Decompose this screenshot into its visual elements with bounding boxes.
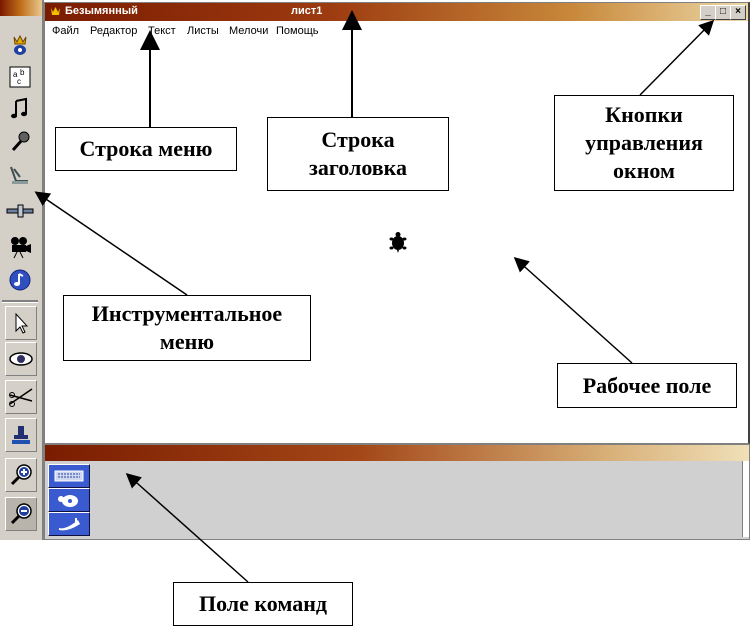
arrow-command-field (125, 473, 249, 583)
callout-window-buttons: Кнопки управления окном (554, 95, 734, 191)
svg-text:b: b (20, 68, 25, 77)
callout-toolbar: Инструментальное меню (63, 295, 311, 361)
command-panel (44, 444, 750, 540)
film-camera-icon[interactable] (5, 232, 35, 262)
close-button[interactable]: × (730, 5, 746, 20)
command-scrollbar[interactable] (742, 461, 749, 537)
main-window: Безымянный лист1 _ □ × Файл Редактор Тек… (44, 2, 750, 444)
doc-title: лист1 (291, 5, 323, 17)
menu-item-sheets[interactable]: Листы (187, 25, 219, 37)
arrow-window-buttons (639, 19, 715, 96)
scissors-icon[interactable] (5, 380, 37, 414)
melody-icon[interactable] (5, 265, 35, 295)
menu-item-editor[interactable]: Редактор (90, 25, 138, 37)
slider-icon[interactable] (5, 196, 35, 226)
zoom-out-icon[interactable] (5, 497, 37, 531)
title-bar: Безымянный лист1 _ □ × (45, 3, 748, 21)
crown-icon (50, 6, 61, 20)
callout-work-area: Рабочее поле (557, 363, 737, 408)
eye-icon[interactable] (5, 342, 37, 376)
turtle-shape-icon[interactable] (48, 488, 90, 512)
callout-title-bar: Строка заголовка (267, 117, 449, 191)
slingshot-icon[interactable] (5, 160, 35, 190)
turtle-crown-icon[interactable] (5, 30, 35, 60)
toolbar-separator (2, 300, 38, 303)
microphone-icon[interactable] (5, 127, 35, 157)
stamp-icon[interactable] (5, 418, 37, 452)
keyboard-icon[interactable] (48, 464, 90, 488)
toolbar-title-strip (0, 0, 42, 16)
menu-item-file[interactable]: Файл (52, 25, 80, 37)
callout-command-field: Поле команд (173, 582, 353, 626)
arrow-work-area (513, 256, 633, 364)
app-title: Безымянный (65, 5, 138, 17)
callout-menu-bar: Строка меню (55, 127, 237, 171)
zoom-in-icon[interactable] (5, 458, 37, 492)
pen-icon[interactable] (48, 512, 90, 536)
pointer-arrow-icon[interactable] (5, 306, 37, 340)
command-panel-title-bar (45, 445, 749, 461)
svg-text:a: a (13, 70, 18, 79)
arrow-toolbar (34, 191, 188, 296)
svg-text:c: c (17, 77, 21, 86)
turtle-icon[interactable] (388, 231, 408, 258)
menu-item-help[interactable]: Помощь (276, 25, 319, 37)
menu-item-misc[interactable]: Мелочи (229, 25, 269, 37)
music-note-icon[interactable] (5, 94, 35, 124)
